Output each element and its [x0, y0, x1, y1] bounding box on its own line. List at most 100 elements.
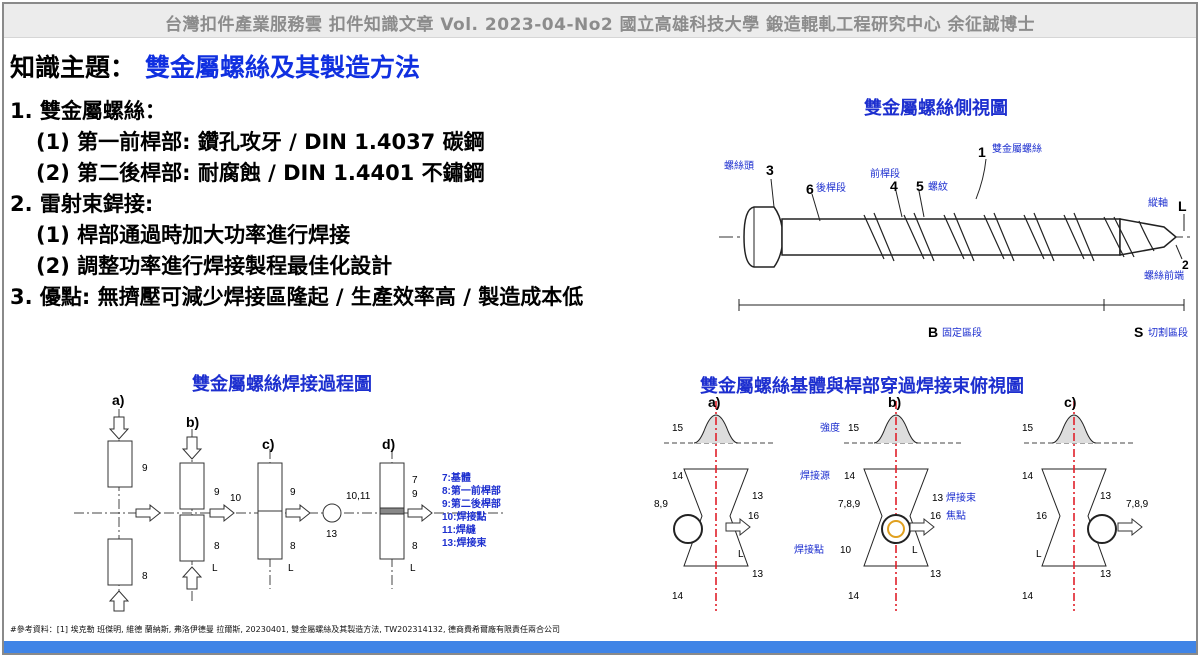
legend-item-9: 9:第二後桿部 [442, 497, 501, 510]
panel-b-arrow [909, 517, 935, 537]
screw-shank-shape [781, 218, 1121, 256]
panel-b-label-13b: 13 [930, 569, 942, 580]
panel-a-label-15: 15 [672, 423, 684, 434]
panel-a-label-13: 13 [752, 491, 764, 502]
panel-c-label-L: L [1036, 549, 1042, 560]
proc-label-13: 13 [326, 529, 338, 540]
topic-label: 知識主題： [10, 53, 136, 82]
panel-b-label-weld-beam: 焊接束 [946, 491, 976, 504]
legend-item-10: 10:焊接點 [442, 510, 486, 523]
panel-c-label-16: 16 [1036, 511, 1048, 522]
step-label-b: b) [186, 414, 199, 430]
process-legend: 7:基體 8:第一前桿部 9:第二後桿部 10:焊接點 11:焊縫 13:焊接束 [442, 471, 501, 549]
proc-label-9c: 9 [290, 487, 296, 498]
side-label-fixing-zone: 固定區段 [942, 326, 982, 339]
legend-item-13: 13:焊接束 [442, 536, 487, 549]
proc-label-9d: 9 [412, 489, 418, 500]
side-label-1: 1 [978, 144, 986, 160]
panel-a-label-89: 8,9 [654, 499, 668, 510]
side-label-3: 3 [766, 162, 774, 178]
panel-c-shank-circle [1087, 514, 1117, 544]
step-d-part-9 [379, 462, 405, 512]
proc-label-8b: 8 [214, 541, 220, 552]
side-label-head: 螺絲頭 [724, 159, 754, 172]
process-view-title: 雙金屬螺絲焊接過程圖 [192, 374, 372, 395]
thread-lines [863, 212, 1155, 262]
top-panel-b: 強度 15 焊接源 14 13 焊接束 16 焦點 7,8,9 焊接點 10 L… [794, 394, 976, 611]
step-b-arrow-up [181, 566, 203, 590]
outline-item-1: 1. 雙金屬螺絲： [10, 99, 166, 123]
step-d-weld-seam [379, 507, 405, 515]
screw-head-shape [743, 206, 783, 268]
process-figure: a) b) c) d) 9 8 9 8 L 10 9 8 L 13 10,11 … [74, 392, 504, 612]
topic-value: 雙金屬螺絲及其製造方法 [145, 53, 421, 82]
side-label-4: 4 [890, 178, 898, 194]
side-label-bimetal-screw: 雙金屬螺絲 [992, 142, 1042, 155]
outline-item-2-2: (2) 調整功率進行焊接製程最佳化設計 [36, 254, 393, 278]
panel-c-label-14b: 14 [1022, 591, 1034, 602]
top-view-figure: 15 14 13 16 8,9 L 13 14 a) 強度 15 焊接源 14 … [654, 394, 1149, 611]
proc-label-10-11: 10,11 [346, 491, 371, 502]
reference-note: #參考資料：[1] 埃克勒 班傑明, 維德 蘭納斯, 弗洛伊德曼 拉爾斯, 20… [10, 625, 561, 634]
side-label-tip: 螺絲前端 [1144, 269, 1184, 282]
panel-b-label-16: 16 [930, 511, 942, 522]
step-a-part-8 [107, 538, 133, 586]
leader-5 [918, 190, 925, 218]
outline-item-1-2: (2) 第二後桿部: 耐腐蝕 / DIN 1.4401 不鏽鋼 [36, 161, 485, 185]
step-a-arrow-up [108, 590, 130, 612]
panel-b-label-14b: 14 [848, 591, 860, 602]
side-label-5: 5 [916, 178, 924, 194]
panel-b-label-10: 10 [840, 545, 852, 556]
proc-label-8a: 8 [142, 571, 148, 582]
header-bar: 台灣扣件產業服務雲 扣件知識文章 Vol. 2023-04-No2 國立高雄科技… [4, 4, 1196, 38]
step-b-part-8 [179, 514, 205, 562]
outline-item-2: 2. 雷射束銲接: [10, 192, 154, 216]
legend-item-7: 7:基體 [442, 471, 471, 484]
leader-6 [811, 193, 821, 222]
proc-label-9b: 9 [214, 487, 220, 498]
side-view-title: 雙金屬螺絲側視圖 [864, 98, 1008, 119]
panel-b-label-focus: 焦點 [946, 509, 966, 522]
proc-label-9a: 9 [142, 463, 148, 474]
panel-a-step-label: a) [708, 394, 720, 410]
step-a-part-9 [107, 440, 133, 488]
outline-item-2-1: (1) 桿部通過時加大功率進行焊接 [36, 223, 351, 247]
step-b-part-9 [179, 462, 205, 510]
legend-item-11: 11:焊縫 [442, 523, 477, 536]
panel-b-label-weld-point: 焊接點 [794, 543, 824, 556]
side-label-6: 6 [806, 181, 814, 197]
panel-c-arrow [1117, 517, 1143, 537]
panel-b-label-14: 14 [844, 471, 856, 482]
header-title: 台灣扣件產業服務雲 扣件知識文章 Vol. 2023-04-No2 國立高雄科技… [164, 15, 1036, 35]
side-label-2: 2 [1182, 258, 1189, 272]
panel-b-label-weld-source: 焊接源 [800, 469, 830, 482]
step-b-arrow-right [209, 503, 235, 523]
leader-3 [770, 178, 775, 208]
panel-c-label-789: 7,8,9 [1126, 499, 1149, 510]
panel-a-label-16: 16 [748, 511, 760, 522]
step-c-arrow-right [285, 503, 311, 523]
panel-a-label-14b: 14 [672, 591, 684, 602]
outline-item-3: 3. 優點: 無擠壓可減少焊接區隆起 / 生產效率高 / 製造成本低 [10, 285, 584, 309]
topic-heading: 知識主題： 雙金屬螺絲及其製造方法 [10, 48, 420, 84]
proc-label-7: 7 [412, 475, 418, 486]
panel-b-shank-circle [881, 514, 911, 544]
step-label-c: c) [262, 436, 274, 452]
proc-label-8d: 8 [412, 541, 418, 552]
side-label-thread: 螺紋 [928, 180, 948, 193]
step-label-d: d) [382, 436, 395, 452]
panel-c-step-label: c) [1064, 394, 1076, 410]
step-c-part-9 [257, 462, 283, 512]
step-c-part-8 [257, 510, 283, 560]
side-label-S: S [1134, 324, 1143, 340]
legend-item-8: 8:第一前桿部 [442, 484, 501, 497]
top-panel-c: 15 14 13 16 7,8,9 L 13 14 c) [1022, 394, 1149, 611]
screw-tip-shape [1119, 218, 1178, 256]
panel-b-step-label: b) [888, 394, 901, 410]
side-label-L: L [1178, 198, 1187, 214]
panel-c-label-15: 15 [1022, 423, 1034, 434]
panel-c-label-14: 14 [1022, 471, 1034, 482]
side-label-cutting-zone: 切割區段 [1148, 326, 1188, 339]
step-a-arrow-down [108, 416, 130, 440]
